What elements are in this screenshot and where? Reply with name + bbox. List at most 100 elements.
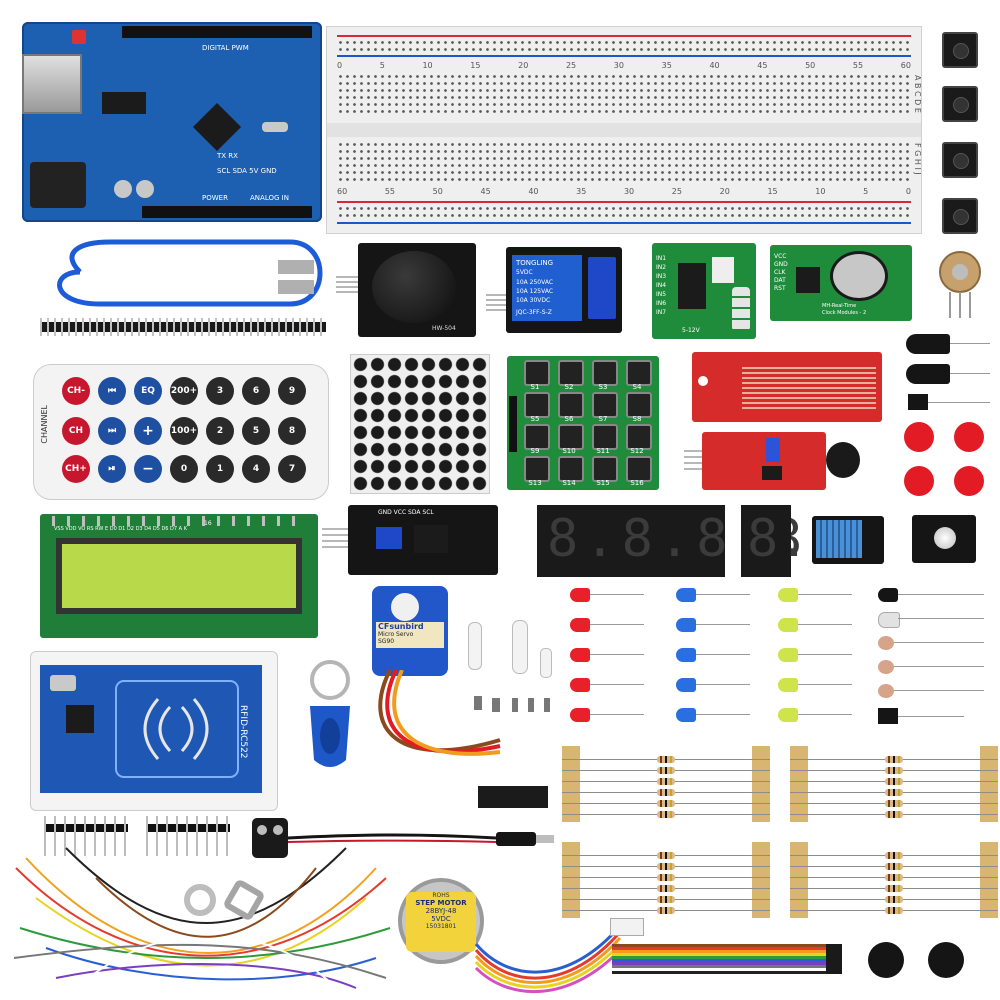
- bb-number: 45: [480, 187, 491, 196]
- remote-key[interactable]: 8: [278, 417, 306, 445]
- led: [676, 708, 696, 722]
- reset-button[interactable]: [72, 30, 86, 44]
- lead: [928, 402, 990, 403]
- remote-key[interactable]: 6: [242, 377, 270, 405]
- bb-number: 35: [576, 187, 587, 196]
- rtc-pin-label: CLK: [774, 269, 786, 276]
- resistor: [657, 800, 675, 807]
- joystick-knob[interactable]: [372, 251, 456, 323]
- keypad-key[interactable]: [524, 424, 550, 450]
- led-lead: [590, 714, 644, 715]
- rows-left-label: A B C D E: [913, 75, 922, 113]
- male-header-pins: [146, 816, 230, 856]
- resistor-tape: [980, 842, 998, 918]
- battery-clip-icon: [252, 818, 554, 858]
- keypad-key-label: S10: [562, 447, 576, 455]
- ir-emitter-led: [878, 612, 900, 628]
- keypad-key[interactable]: [592, 392, 618, 418]
- breadboard: 0 5 10 15 20 25 30 35 40 45 50 55 60 60 …: [326, 26, 922, 234]
- remote-key[interactable]: CH+: [62, 455, 90, 483]
- keypad-key[interactable]: [558, 392, 584, 418]
- keypad-key-label: S8: [632, 415, 642, 423]
- bb-number: 30: [613, 61, 624, 70]
- remote-key[interactable]: 4: [242, 455, 270, 483]
- rtc-module: VCC GND CLK DAT RST MH-Real-Time Clock M…: [770, 245, 912, 321]
- bb-number: 40: [528, 187, 539, 196]
- remote-key[interactable]: EQ: [134, 377, 162, 405]
- resistor: [885, 800, 903, 807]
- resistor-tape: [790, 842, 808, 918]
- center-channel: [327, 123, 921, 137]
- keypad-key[interactable]: [626, 392, 652, 418]
- keypad-key[interactable]: [524, 392, 550, 418]
- bb-number: 20: [719, 187, 730, 196]
- tactile-button[interactable]: [942, 86, 978, 122]
- remote-key[interactable]: 100+: [170, 417, 198, 445]
- usb-chip: [102, 92, 146, 114]
- trimpot[interactable]: [766, 438, 780, 462]
- rfid-crystal: [50, 675, 76, 691]
- keypad-key[interactable]: [558, 424, 584, 450]
- bb-number: 50: [432, 187, 443, 196]
- resistor: [657, 907, 675, 914]
- remote-key[interactable]: CH: [62, 417, 90, 445]
- keypad-key[interactable]: [626, 456, 652, 482]
- remote-key[interactable]: 5: [242, 417, 270, 445]
- input-label: IN7: [656, 309, 667, 316]
- remote-key[interactable]: 2: [206, 417, 234, 445]
- keypad-key[interactable]: [592, 424, 618, 450]
- rtc-pins: VCC GND CLK DAT RST: [774, 253, 788, 292]
- contrast-pot[interactable]: [376, 527, 402, 549]
- terminal-strip-bottom: [337, 141, 911, 185]
- tactile-button[interactable]: [942, 32, 978, 68]
- remote-key[interactable]: 7: [278, 455, 306, 483]
- keypad-key[interactable]: [524, 456, 550, 482]
- servo-brand: CFsunbird: [378, 622, 424, 631]
- remote-key[interactable]: 9: [278, 377, 306, 405]
- remote-key[interactable]: +: [134, 417, 162, 445]
- servo-horn: [512, 620, 528, 674]
- microphone-icon: [826, 442, 860, 478]
- input-label: IN3: [656, 273, 667, 280]
- led-lead: [798, 624, 852, 625]
- tactile-button[interactable]: [942, 198, 978, 234]
- lead: [898, 716, 964, 717]
- remote-key[interactable]: 3: [206, 377, 234, 405]
- led: [778, 678, 798, 692]
- relay-pins: [486, 294, 506, 312]
- power-label: POWER: [202, 194, 228, 202]
- led-lead: [696, 684, 750, 685]
- keypad-key[interactable]: [592, 360, 618, 386]
- keypad-key[interactable]: [592, 456, 618, 482]
- remote-key[interactable]: 0: [170, 455, 198, 483]
- resistor: [657, 789, 675, 796]
- remote-key[interactable]: 200+: [170, 377, 198, 405]
- led-lead: [696, 624, 750, 625]
- led: [570, 618, 590, 632]
- rtc-pin-label: RST: [774, 285, 786, 292]
- keypad-header: [509, 396, 517, 452]
- bb-number: 30: [623, 187, 635, 196]
- resistor: [657, 811, 675, 818]
- remote-key[interactable]: −: [134, 455, 162, 483]
- lead: [898, 594, 984, 595]
- resistor: [885, 907, 903, 914]
- rail-red-top: [337, 35, 911, 37]
- terminal-strip-top: [337, 73, 911, 117]
- keypad-key[interactable]: [626, 424, 652, 450]
- keypad-key[interactable]: [524, 360, 550, 386]
- analog-label: ANALOG IN: [250, 194, 289, 202]
- keypad-key[interactable]: [626, 360, 652, 386]
- remote-key[interactable]: ⏮: [98, 377, 126, 405]
- tactile-button[interactable]: [942, 142, 978, 178]
- relay-model: JQC-3FF-S-Z: [516, 309, 552, 316]
- remote-key[interactable]: CH-: [62, 377, 90, 405]
- keypad-key[interactable]: [558, 360, 584, 386]
- relay-cube: TONGLING 5VDC 10A 250VAC 10A 125VAC 10A …: [512, 255, 582, 321]
- remote-key[interactable]: ⏯: [98, 455, 126, 483]
- keypad-key[interactable]: [558, 456, 584, 482]
- ir-receiver-led: [878, 588, 898, 602]
- remote-key[interactable]: 1: [206, 455, 234, 483]
- remote-key[interactable]: ⏭: [98, 417, 126, 445]
- bb-number: 45: [757, 61, 768, 70]
